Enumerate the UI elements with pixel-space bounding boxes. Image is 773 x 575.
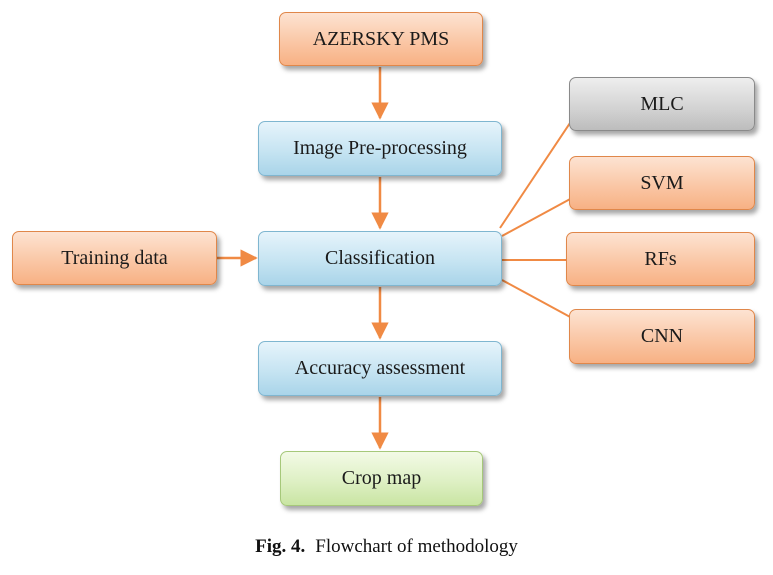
node-azersky-label: AZERSKY PMS — [312, 27, 450, 50]
node-rfs-label: RFs — [644, 247, 677, 270]
node-cnn-label: CNN — [640, 325, 684, 347]
node-mlc-label: MLC — [640, 92, 684, 115]
node-image-preprocessing: Image Pre-processing — [258, 121, 502, 176]
connector-classification-mlc — [499, 119, 573, 229]
node-accuracy-label: Accuracy assessment — [294, 357, 466, 379]
caption-label: Fig. 4. — [255, 536, 306, 557]
node-cnn: CNN — [569, 309, 755, 364]
node-training-label: Training data — [61, 246, 168, 269]
node-classification-label: Classification — [325, 247, 435, 269]
node-azersky-pms: AZERSKY PMS — [279, 12, 483, 66]
node-preprocessing-label: Image Pre-processing — [293, 137, 467, 159]
node-svm: SVM — [569, 156, 755, 210]
node-crop-map: Crop map — [280, 451, 483, 506]
figure-caption: Fig. 4. Flowchart of methodology — [0, 536, 773, 558]
node-classification: Classification — [258, 231, 502, 286]
node-rfs: RFs — [566, 232, 755, 286]
node-accuracy-assessment: Accuracy assessment — [258, 341, 502, 396]
connector-classification-cnn — [501, 279, 573, 319]
node-mlc: MLC — [569, 77, 755, 131]
node-svm-label: SVM — [640, 171, 684, 194]
node-training-data: Training data — [12, 231, 217, 285]
connector-classification-svm — [501, 197, 573, 237]
node-cropmap-label: Crop map — [341, 467, 422, 489]
caption-text: Flowchart of methodology — [315, 536, 518, 557]
